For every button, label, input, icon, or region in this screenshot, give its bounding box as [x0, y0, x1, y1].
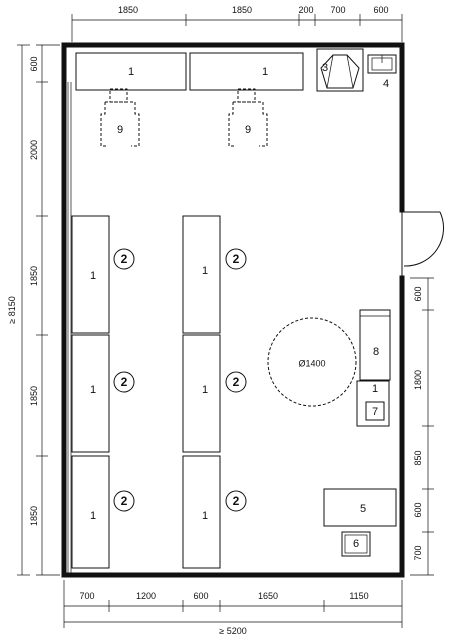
svg-text:1850: 1850	[29, 266, 39, 286]
fume-hood-label: 5	[360, 503, 366, 515]
svg-text:850: 850	[413, 450, 423, 465]
seat: 2	[225, 248, 247, 270]
overall-width-label: ≥ 5200	[219, 626, 246, 636]
left-bench-3: 1	[71, 455, 110, 569]
sink-label: 3	[322, 62, 328, 74]
cabinet-label: 6	[353, 538, 359, 550]
svg-text:600: 600	[413, 286, 423, 301]
seat: 2	[113, 371, 135, 393]
seat: 2	[225, 371, 247, 393]
chair-label: 9	[245, 124, 251, 136]
top-bench-left: 1	[75, 52, 187, 91]
svg-text:1850: 1850	[232, 5, 252, 15]
svg-text:1850: 1850	[29, 506, 39, 526]
svg-text:200: 200	[298, 5, 313, 15]
svg-text:2: 2	[233, 375, 240, 389]
room-walls	[61, 42, 405, 578]
svg-text:1: 1	[90, 384, 96, 396]
chair-left: 9	[100, 88, 140, 147]
clearance-circle: Ø1400	[267, 317, 357, 407]
svg-text:2: 2	[121, 252, 128, 266]
svg-text:1850: 1850	[118, 5, 138, 15]
svg-text:2: 2	[233, 494, 240, 508]
svg-text:700: 700	[413, 545, 423, 560]
center-table: 8	[359, 309, 391, 381]
seat: 2	[113, 490, 135, 512]
fume-hood: 5	[323, 488, 397, 527]
mid-bench-3: 1	[182, 455, 221, 569]
left-dimensions: 600 2000 1850 1850 1850 ≥ 8150	[7, 44, 60, 576]
svg-text:600: 600	[373, 5, 388, 15]
left-bench-1: 1	[71, 215, 110, 334]
overall-height-label: ≥ 8150	[7, 296, 17, 323]
seat: 2	[113, 248, 135, 270]
table-label: 1	[372, 383, 378, 395]
svg-text:1850: 1850	[29, 386, 39, 406]
top-bench-right: 1	[189, 52, 304, 91]
cabinet: 6	[341, 531, 371, 557]
svg-text:2: 2	[233, 252, 240, 266]
svg-text:600: 600	[413, 502, 423, 517]
svg-text:2000: 2000	[29, 140, 39, 160]
bench-label: 1	[262, 66, 268, 78]
svg-text:600: 600	[193, 591, 208, 601]
tap-unit: 4	[367, 54, 397, 90]
tap-label: 4	[383, 78, 389, 90]
seat: 2	[225, 490, 247, 512]
svg-text:1150: 1150	[349, 591, 368, 601]
sink-unit: 3	[316, 48, 364, 92]
right-dimensions: 600 1800 850 600 700	[410, 277, 434, 576]
stool-label: 7	[372, 406, 378, 418]
svg-text:2: 2	[121, 375, 128, 389]
left-bench-2: 1	[71, 334, 110, 453]
circle-diameter-label: Ø1400	[298, 358, 325, 368]
svg-text:1: 1	[90, 510, 96, 522]
svg-text:1800: 1800	[413, 370, 423, 390]
svg-text:1: 1	[90, 270, 96, 282]
stool-unit: 1 7	[356, 380, 390, 427]
center-table-label: 8	[373, 346, 379, 358]
svg-text:1: 1	[202, 265, 208, 277]
mid-bench-1: 1	[182, 215, 221, 334]
svg-text:1: 1	[202, 384, 208, 396]
seats: 2 2 2 2 2 2	[113, 248, 247, 512]
door	[401, 211, 444, 276]
svg-text:1: 1	[202, 510, 208, 522]
svg-text:1200: 1200	[136, 591, 156, 601]
chair-label: 9	[117, 124, 123, 136]
svg-text:600: 600	[29, 56, 39, 71]
svg-text:700: 700	[79, 591, 94, 601]
chair-right: 9	[228, 88, 268, 147]
top-dimensions: 1850 1850 200 700 600	[71, 5, 403, 42]
mid-bench-2: 1	[182, 334, 221, 453]
bench-label: 1	[128, 66, 134, 78]
svg-text:2: 2	[121, 494, 128, 508]
svg-text:1650: 1650	[258, 591, 278, 601]
svg-text:700: 700	[330, 5, 345, 15]
left-windows	[67, 82, 72, 575]
bottom-dimensions: 700 1200 600 1650 1150 ≥ 5200	[63, 580, 403, 636]
